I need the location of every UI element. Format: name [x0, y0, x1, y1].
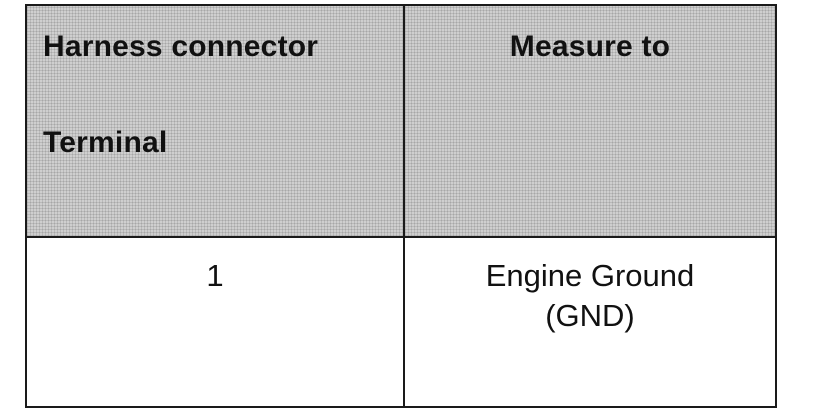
measure-value-line2: (GND): [545, 298, 635, 333]
header-harness-connector: Harness connector: [43, 30, 319, 63]
cell-measure-to: Engine Ground (GND): [405, 238, 775, 406]
table-row: 1 Engine Ground (GND): [27, 238, 775, 406]
header-cell-measure-to: Measure to: [405, 6, 775, 236]
table-header-row: Harness connector Terminal Measure to: [27, 6, 775, 238]
terminal-value: 1: [206, 258, 224, 293]
cell-terminal: 1: [27, 238, 405, 406]
header-measure-to: Measure to: [509, 30, 671, 63]
header-cell-harness-terminal: Harness connector Terminal: [27, 6, 405, 236]
measure-value-line1: Engine Ground: [485, 258, 695, 293]
header-terminal: Terminal: [43, 126, 168, 159]
connector-table: Harness connector Terminal Measure to 1 …: [25, 4, 777, 408]
